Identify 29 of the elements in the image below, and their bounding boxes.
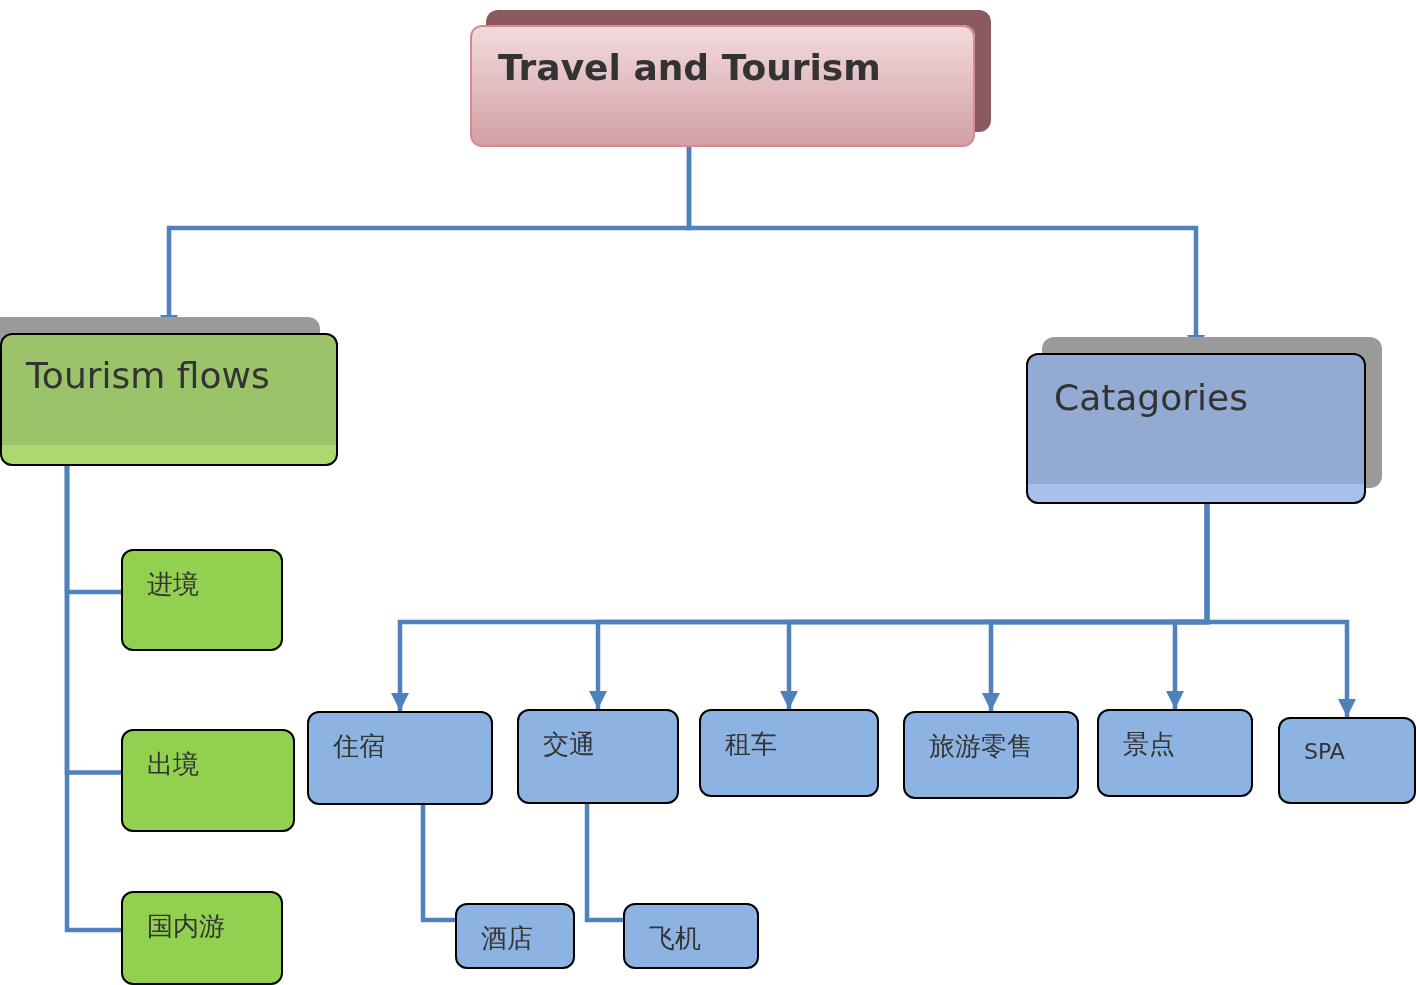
title-text: Travel and Tourism [498,47,881,88]
connector-line [64,466,121,933]
node-label: 住宿 [333,730,385,763]
node-label: 景点 [1123,728,1175,761]
node-label: Tourism flows [26,355,270,396]
item-box [1097,709,1253,797]
node-label: 租车 [725,728,777,761]
node-label: 进境 [147,568,199,601]
item-box [903,711,1079,799]
node-label: 旅游零售 [929,730,1033,763]
item-box [623,903,759,969]
item-box [121,729,295,832]
item-box [455,903,575,969]
node-label: Catagories [1054,377,1248,418]
node-label: 国内游 [147,910,225,943]
item-box [121,891,283,985]
arrow [1204,504,1356,717]
item-box [699,709,879,797]
connector-line [584,804,623,923]
item-box [517,709,679,804]
item-box [307,711,493,805]
item-box [1278,717,1416,804]
node-label: 酒店 [481,922,533,955]
node-label: 交通 [543,728,595,761]
connector-line [420,805,455,923]
node-label: SPA [1304,739,1345,764]
item-box [121,549,283,651]
node-label: 出境 [147,748,199,781]
node-label: 飞机 [649,922,701,955]
